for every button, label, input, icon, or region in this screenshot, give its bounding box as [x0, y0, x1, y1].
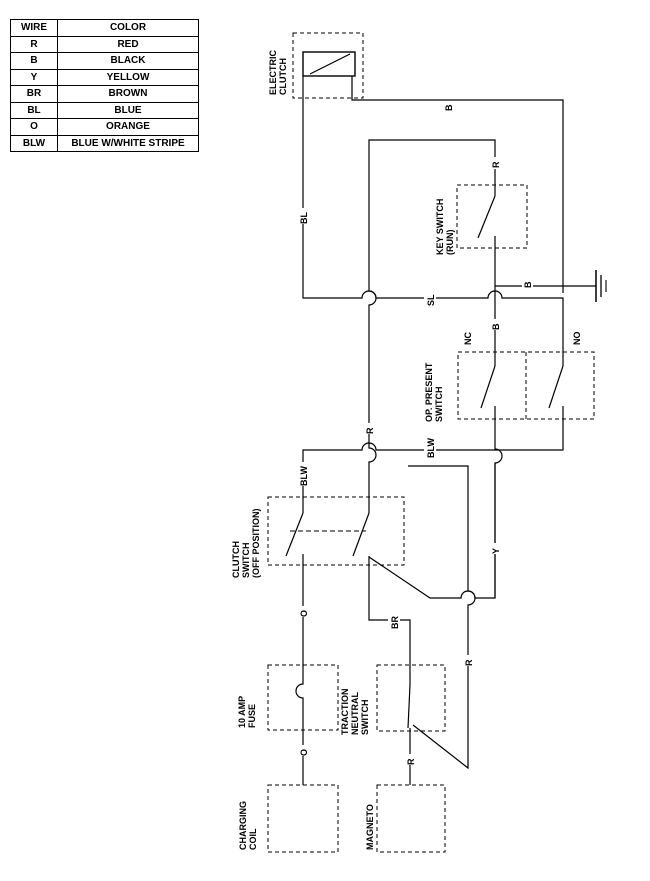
wire-label-sl: SL [424, 290, 436, 306]
wire-label-o-bottom: O [297, 745, 309, 756]
legend-wire-code: BLW [10, 134, 58, 152]
traction-switch-box [376, 664, 446, 732]
svg-text:R: R [365, 427, 375, 434]
wire-label-o-top: O [297, 606, 309, 617]
svg-text:BLW: BLW [299, 465, 309, 486]
svg-text:BLW: BLW [426, 437, 436, 458]
electric-clutch-label: ELECTRIC CLUTCH [268, 47, 288, 95]
wire-label-r-magneto: R [404, 754, 416, 765]
wire-label-y: Y [489, 543, 501, 554]
svg-text:B: B [491, 323, 501, 330]
wire-r [368, 139, 496, 505]
op-present-switch-label: OP. PRESENT SWITCH [424, 360, 444, 422]
op-nc-blade [480, 365, 496, 409]
key-switch-blade [477, 195, 496, 239]
op-present-switch-box [457, 351, 595, 420]
magneto-label: MAGNETO [365, 804, 375, 850]
wire-color-legend: WIRE COLOR R RED B BLACK Y YELLOW BR BRO… [10, 19, 199, 152]
svg-text:BL: BL [299, 212, 309, 224]
op-no-label: NO [572, 332, 582, 346]
clutch-switch-label: CLUTCH SWITCH (OFF POSITION) [231, 509, 261, 579]
wire-clutch-b [351, 76, 564, 293]
traction-switch-blade [407, 684, 411, 729]
legend-row: BLW BLUE W/WHITE STRIPE [10, 134, 199, 152]
electric-clutch-coil [302, 51, 356, 77]
clutch-switch-blade [352, 512, 370, 557]
svg-text:R: R [406, 758, 416, 765]
key-switch-label: KEY SWITCH (RUN) [435, 196, 455, 255]
fuse-label: 10 AMP FUSE [237, 693, 257, 728]
wire-y [368, 463, 496, 599]
electric-clutch-box [292, 32, 364, 99]
svg-text:B: B [523, 281, 533, 288]
op-no-blade [548, 365, 564, 409]
svg-text:O: O [299, 610, 309, 617]
legend-row: R RED [10, 35, 199, 53]
key-switch-box [456, 184, 528, 249]
svg-text:SL: SL [426, 294, 436, 306]
electric-clutch-coil-symbol [309, 53, 351, 75]
wire-label-r-mid: R [363, 423, 375, 434]
wire-bl [302, 76, 564, 352]
charging-coil-box [267, 784, 339, 853]
svg-text:Y: Y [491, 548, 501, 554]
clutch-switch-box [267, 496, 405, 566]
svg-text:R: R [491, 161, 501, 168]
svg-text:B: B [444, 104, 454, 111]
traction-switch-label: TRACTION NEUTRAL SWITCH [340, 686, 370, 735]
svg-text:R: R [464, 659, 474, 666]
wire-label-blw-mid: BLW [424, 434, 436, 458]
charging-coil-label: CHARGING COIL [238, 798, 258, 850]
legend-row: BR BROWN [10, 85, 199, 103]
svg-text:BR: BR [390, 616, 400, 629]
legend-wire-color: BLUE W/WHITE STRIPE [57, 134, 199, 152]
wire-label-r-low: R [462, 655, 474, 666]
wire-op-nc-out [494, 406, 503, 598]
wire-label-blw-clutch: BLW [297, 462, 309, 486]
legend-header-row: WIRE COLOR [10, 19, 199, 37]
svg-text:O: O [299, 749, 309, 756]
wire-label-br: BR [388, 612, 400, 629]
wire-label-key-r: R [489, 157, 501, 169]
magneto-box [376, 784, 446, 853]
legend-row: BL BLUE [10, 101, 199, 119]
clutch-switch-blade [285, 512, 304, 557]
wire-label-ground-b: B [522, 277, 533, 288]
legend-row: Y YELLOW [10, 68, 199, 86]
op-nc-label: NC [463, 332, 473, 345]
wire-blw [302, 406, 564, 505]
wire-label-clutch-b: B [443, 101, 454, 111]
wire-label-clutch-bl: BL [297, 208, 309, 224]
wire-r-low [408, 465, 476, 770]
wire-br [368, 556, 411, 665]
fuse-icon [295, 665, 304, 730]
wire-label-op-b: B [489, 319, 501, 330]
